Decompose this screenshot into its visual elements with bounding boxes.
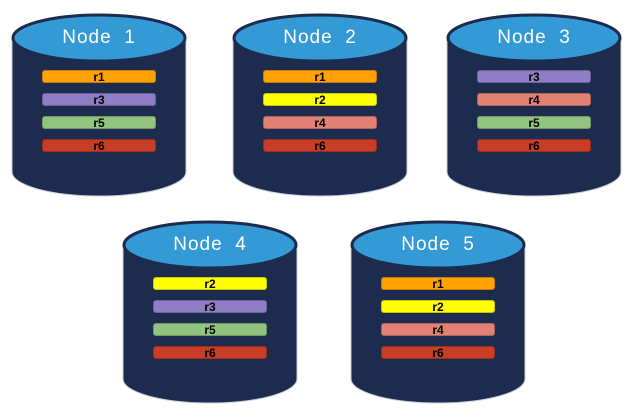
replica-bar-r5: r5 (153, 323, 267, 336)
replica-bar-r3: r3 (153, 300, 267, 313)
replica-bar-r6: r6 (477, 139, 591, 152)
replica-bar-r4: r4 (477, 93, 591, 106)
replica-bar-r1: r1 (42, 70, 156, 83)
replica-bar-r3: r3 (42, 93, 156, 106)
replica-bar-r6: r6 (381, 346, 495, 359)
node-4: Node 4 r2 r3 r5 r6 (122, 220, 298, 404)
node-title: Node 4 (173, 234, 247, 255)
replica-bar-r2: r2 (263, 93, 377, 106)
replica-bar-r4: r4 (381, 323, 495, 336)
replica-bar-r1: r1 (381, 277, 495, 290)
replica-list: r3 r4 r5 r6 (477, 70, 591, 152)
replica-list: r1 r2 r4 r6 (381, 277, 495, 359)
node-title: Node 2 (283, 27, 357, 48)
node-5: Node 5 r1 r2 r4 r6 (350, 220, 526, 404)
replica-bar-r2: r2 (381, 300, 495, 313)
replica-bar-r5: r5 (42, 116, 156, 129)
node-1: Node 1 r1 r3 r5 r6 (11, 13, 187, 197)
replica-bar-r4: r4 (263, 116, 377, 129)
replica-list: r2 r3 r5 r6 (153, 277, 267, 359)
replica-list: r1 r2 r4 r6 (263, 70, 377, 152)
node-title: Node 3 (497, 27, 571, 48)
replica-bar-r2: r2 (153, 277, 267, 290)
node-title: Node 5 (401, 234, 475, 255)
replica-bar-r3: r3 (477, 70, 591, 83)
node-3: Node 3 r3 r4 r5 r6 (446, 13, 622, 197)
replica-bar-r1: r1 (263, 70, 377, 83)
node-2: Node 2 r1 r2 r4 r6 (232, 13, 408, 197)
replica-bar-r6: r6 (153, 346, 267, 359)
replica-bar-r5: r5 (477, 116, 591, 129)
replica-bar-r6: r6 (263, 139, 377, 152)
node-title: Node 1 (62, 27, 136, 48)
replica-list: r1 r3 r5 r6 (42, 70, 156, 152)
replica-bar-r6: r6 (42, 139, 156, 152)
